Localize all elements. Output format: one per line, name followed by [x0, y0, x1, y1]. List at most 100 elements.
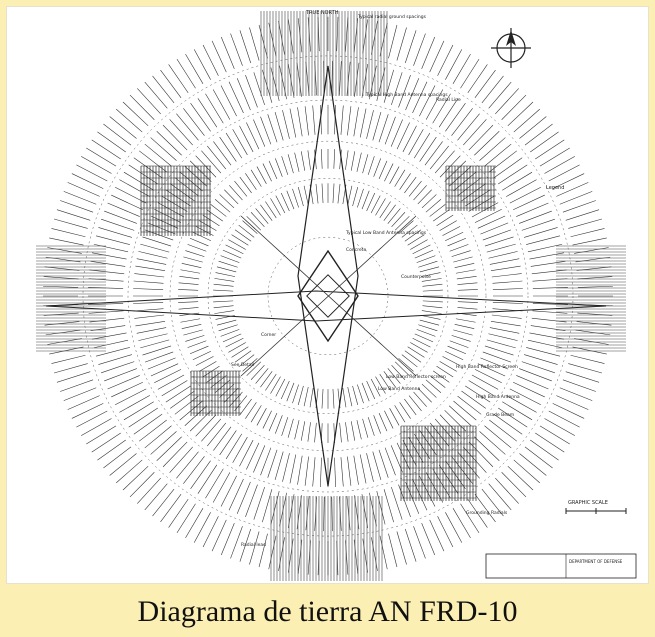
radial-wire — [568, 218, 603, 229]
radial-wire — [245, 75, 258, 108]
ring-arc — [207, 178, 449, 414]
radial-wire — [491, 314, 522, 319]
radial-wire — [95, 347, 130, 357]
radial-wire — [133, 302, 164, 304]
radial-wire — [513, 194, 545, 211]
radial-wire — [274, 111, 284, 141]
radial-wire — [570, 228, 605, 238]
radial-wire — [353, 107, 359, 137]
radial-wire — [398, 220, 414, 234]
radial-wire — [222, 333, 242, 343]
radial-wire — [384, 410, 394, 429]
radial-wire — [109, 116, 137, 139]
radial-wire — [267, 449, 278, 478]
note-lowband-spacings: Typical Low Band Antenna spacings — [345, 230, 427, 236]
radial-wire — [339, 422, 342, 443]
radial-wire — [98, 227, 132, 238]
radial-wire — [103, 123, 132, 146]
radial-wire — [239, 176, 252, 194]
radial-wire — [457, 113, 480, 141]
radial-wire — [460, 58, 480, 89]
radial-wire — [128, 164, 158, 185]
radial-wire — [489, 258, 520, 265]
radial-wire — [103, 446, 132, 469]
radial-wire — [307, 422, 311, 442]
radial-wire — [449, 244, 469, 252]
ring-arc — [82, 55, 574, 537]
note-corner: Corner — [261, 332, 276, 338]
radial-wire — [307, 150, 311, 170]
radial-wire — [480, 357, 509, 370]
radial-wire — [447, 237, 467, 247]
radial-wire — [524, 227, 558, 238]
radial-wire — [412, 244, 431, 255]
note-radial-line: Radial Line — [436, 97, 461, 103]
radial-wire — [275, 158, 283, 177]
radial-wire — [530, 261, 566, 267]
radial-wire — [219, 194, 235, 209]
radial-wire — [213, 289, 234, 292]
radial-wire — [101, 218, 135, 231]
radial-wire — [135, 320, 166, 327]
note-highband-antenna: High Band Antenna — [476, 394, 520, 400]
radial-wire — [104, 210, 137, 224]
radial-wire — [176, 503, 196, 534]
radial-wire — [383, 69, 394, 103]
radial-wire — [444, 351, 464, 361]
radial-wire — [246, 122, 260, 150]
radial-wire — [212, 89, 231, 120]
radial-wire — [417, 189, 432, 205]
radial-wire — [449, 340, 469, 348]
radial-wire — [513, 381, 545, 398]
radial-wire — [376, 491, 386, 525]
radial-wire — [242, 358, 258, 372]
radial-wire — [378, 413, 388, 432]
radial-wire — [451, 250, 471, 257]
radial-wire — [429, 145, 449, 170]
radial-wire — [490, 320, 521, 327]
radial-wire — [379, 201, 391, 219]
radial-wire — [176, 58, 196, 89]
radial-wire — [372, 111, 382, 141]
radial-wire — [379, 373, 391, 391]
radial-wire — [116, 108, 143, 133]
radial-wire — [150, 431, 177, 455]
radial-wire — [286, 382, 295, 402]
radial-wire — [366, 380, 376, 400]
radial-wire — [490, 265, 521, 272]
radial-wire — [474, 208, 502, 223]
radial-wire — [144, 143, 172, 167]
radial-wire — [442, 226, 461, 236]
radial-wire — [422, 300, 443, 303]
radial-wire — [212, 472, 231, 503]
radial-wire — [216, 319, 237, 326]
radial-wire — [150, 363, 179, 377]
radial-wire — [214, 278, 235, 282]
radial-wire — [432, 209, 450, 222]
radial-wire — [168, 64, 189, 94]
radial-wire — [519, 116, 547, 139]
radial-wire — [56, 371, 91, 383]
radial-wire — [156, 131, 182, 156]
radial-wire — [421, 523, 436, 556]
radial-wire — [453, 171, 477, 192]
radial-wire — [419, 266, 440, 273]
radial-wire — [142, 345, 172, 356]
radial-wire — [502, 401, 533, 421]
radial-wire — [190, 103, 211, 132]
radial-wire — [88, 310, 124, 314]
radial-wire — [454, 262, 475, 268]
radial-wire — [345, 17, 349, 52]
radial-wire — [383, 371, 396, 388]
radial-wire — [375, 376, 386, 394]
radial-wire — [205, 93, 224, 124]
radial-wire — [202, 516, 219, 548]
radial-wire — [404, 30, 417, 64]
radial-wire — [236, 481, 251, 514]
radial-wire — [76, 410, 108, 428]
radial-wire — [258, 533, 268, 568]
radial-wire — [339, 61, 342, 96]
legend-label: Legend — [546, 185, 564, 191]
radial-wire — [479, 137, 506, 161]
radial-wire — [513, 459, 540, 484]
